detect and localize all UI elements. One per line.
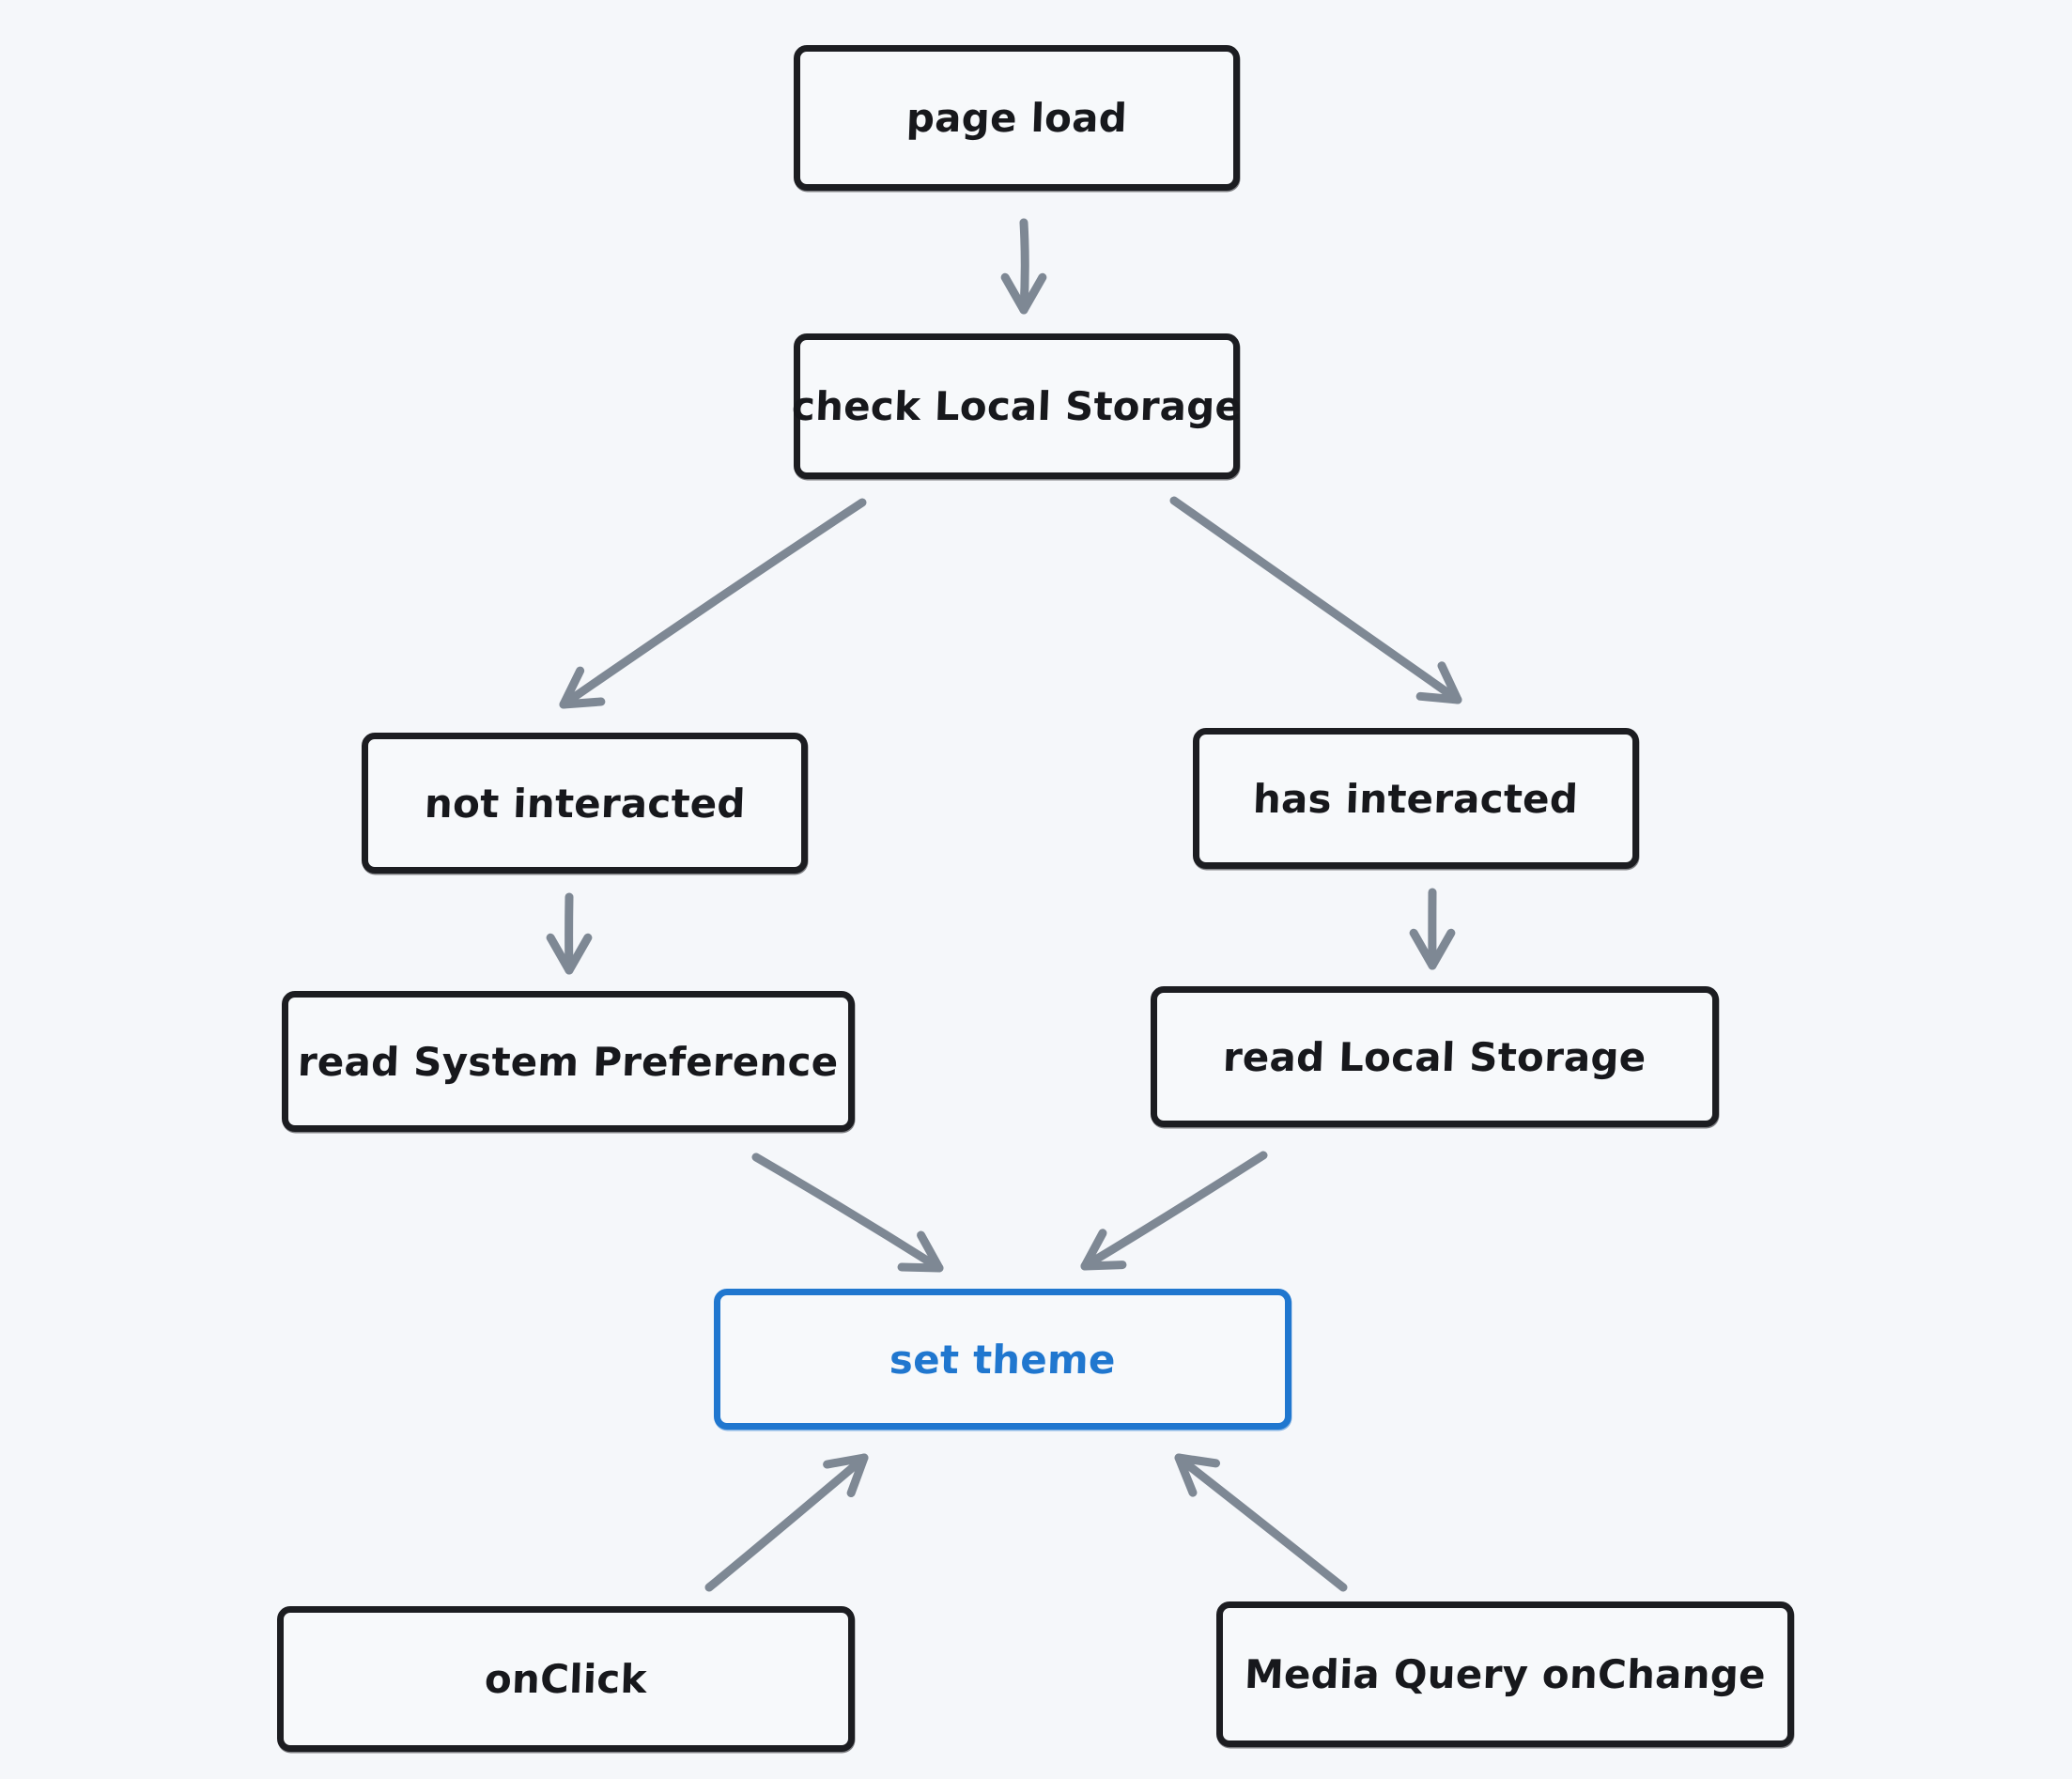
node-page-load-label: page load — [905, 95, 1128, 141]
node-check-local-storage[interactable]: check Local Storage — [791, 333, 1243, 479]
node-media-query-on-change[interactable]: Media Query onChange — [1216, 1601, 1794, 1747]
node-read-system-preference[interactable]: read System Preference — [282, 991, 855, 1132]
node-has-interacted-label: has interacted — [1252, 775, 1580, 822]
edge-read-system-preference-to-set-theme — [751, 1152, 944, 1273]
edge-read-local-storage-to-set-theme — [1080, 1151, 1268, 1271]
edge-has-interacted-to-read-local-storage — [1409, 888, 1456, 970]
node-check-local-storage-label: check Local Storage — [791, 383, 1243, 429]
node-read-system-preference-label: read System Preference — [297, 1038, 840, 1085]
node-read-local-storage-label: read Local Storage — [1222, 1033, 1647, 1080]
edge-check-local-storage-to-not-interacted — [559, 498, 867, 709]
node-read-local-storage[interactable]: read Local Storage — [1151, 986, 1719, 1127]
node-not-interacted[interactable]: not interacted — [362, 733, 808, 874]
edge-check-local-storage-to-has-interacted — [1169, 496, 1462, 704]
node-has-interacted[interactable]: has interacted — [1193, 728, 1639, 869]
node-media-query-on-change-label: Media Query onChange — [1244, 1651, 1767, 1697]
edge-page-load-to-check-local-storage — [1000, 218, 1047, 315]
node-set-theme-label: set theme — [889, 1336, 1117, 1383]
node-set-theme[interactable]: set theme — [714, 1289, 1291, 1430]
node-on-click-label: onClick — [484, 1656, 648, 1702]
edge-not-interacted-to-read-system-preference — [546, 892, 593, 975]
node-page-load[interactable]: page load — [794, 45, 1240, 191]
edge-on-click-to-set-theme — [704, 1453, 869, 1592]
node-not-interacted-label: not interacted — [423, 780, 747, 827]
node-on-click[interactable]: onClick — [277, 1606, 855, 1752]
edge-media-query-on-change-to-set-theme — [1174, 1453, 1348, 1592]
